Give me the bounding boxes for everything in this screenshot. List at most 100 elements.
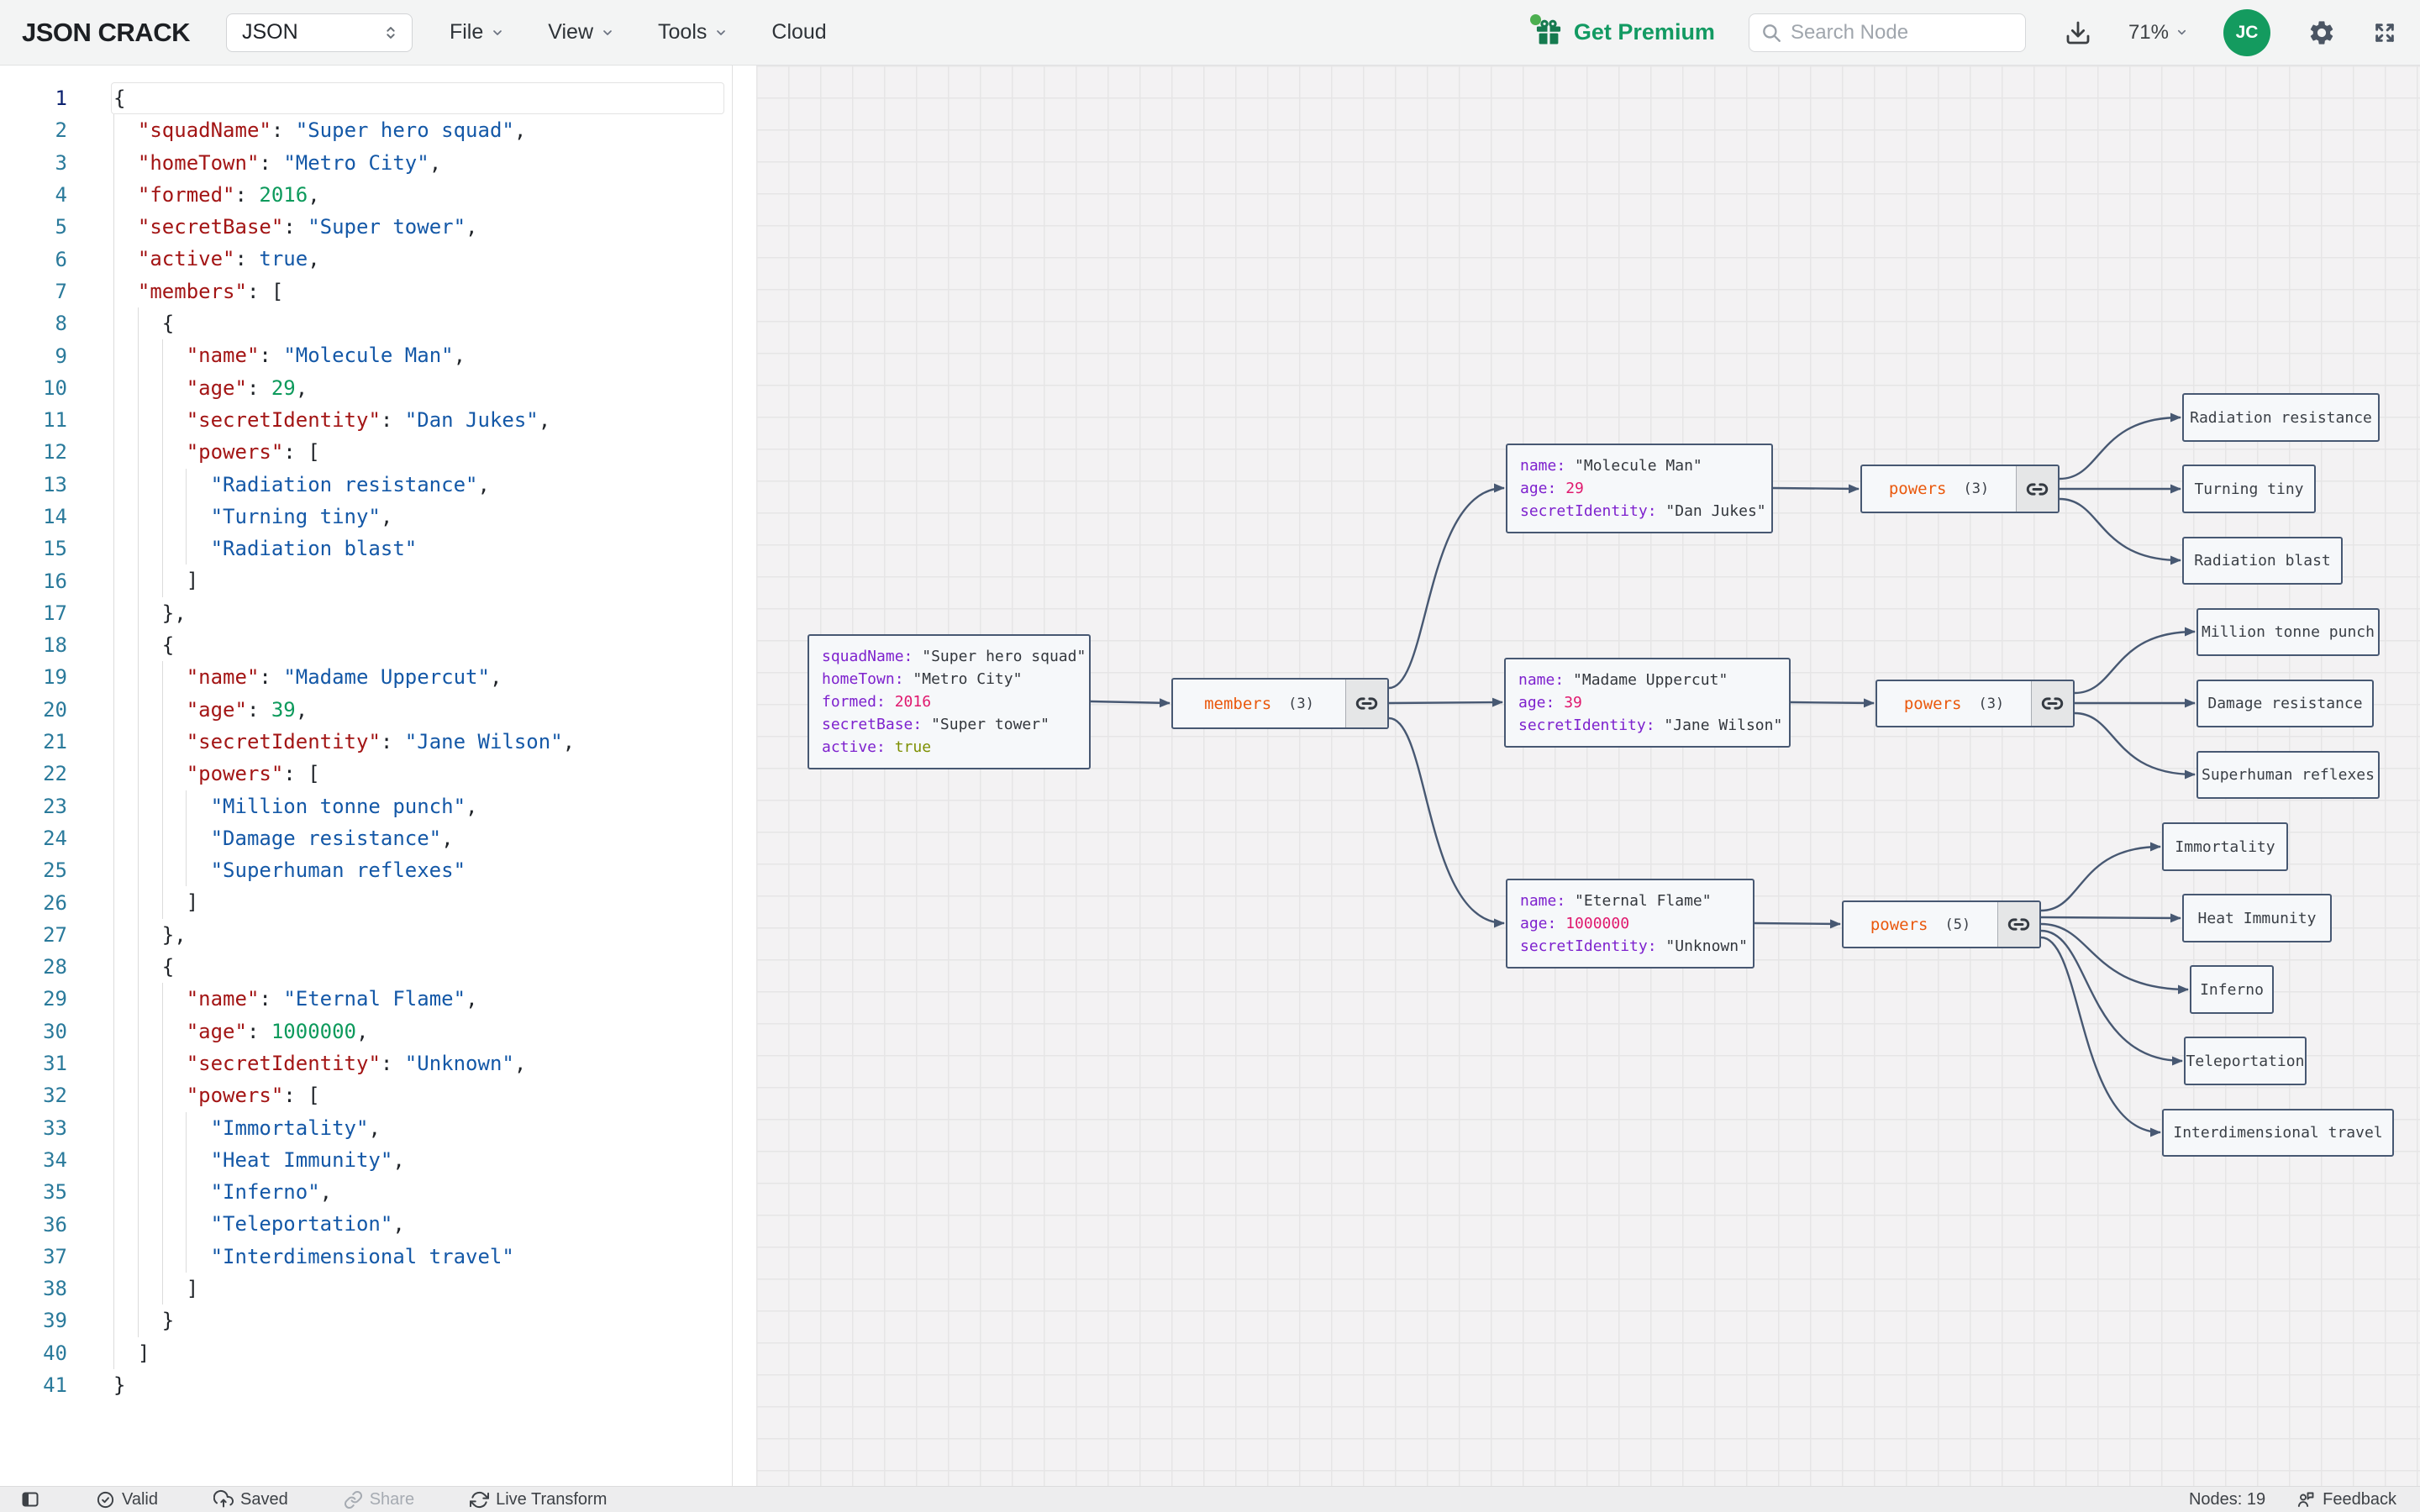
expand-collapse-link-icon[interactable] <box>1345 680 1387 727</box>
line-number: 15 <box>43 537 67 561</box>
editor-line: 13 "Radiation resistance", <box>0 468 732 501</box>
link-icon <box>344 1490 363 1509</box>
line-number: 27 <box>43 922 67 947</box>
line-number: 39 <box>43 1309 67 1333</box>
chevron-down-icon <box>2175 26 2188 39</box>
fullscreen-icon[interactable] <box>2371 19 2398 46</box>
node-array-label: members <box>1204 694 1272 713</box>
live-transform-toggle[interactable]: Live Transform <box>470 1490 607 1509</box>
toolbar-right: Get Premium 71% JC <box>1529 8 2398 56</box>
node-row: secretBase: "Super tower" <box>822 716 1050 733</box>
graph-node-u1[interactable]: Million tonne punch <box>2196 608 2380 656</box>
menu-cloud[interactable]: Cloud <box>771 20 827 44</box>
graph-canvas[interactable]: squadName: "Super hero squad"homeTown: "… <box>756 66 2420 1486</box>
graph-node-e3[interactable]: Inferno <box>2190 965 2274 1014</box>
notification-dot <box>1529 13 1541 25</box>
chevron-down-icon <box>714 26 728 39</box>
editor-line: 24 "Damage resistance", <box>0 822 732 855</box>
expand-collapse-link-icon[interactable] <box>1997 902 2039 947</box>
editor-line: 10 "age": 29, <box>0 371 732 404</box>
expand-collapse-link-icon[interactable] <box>2031 681 2073 726</box>
graph-node-r1[interactable]: Radiation resistance <box>2182 393 2380 442</box>
menu-tools[interactable]: Tools <box>658 20 728 45</box>
line-number: 3 <box>55 150 67 175</box>
graph-node-e4[interactable]: Teleportation <box>2184 1037 2307 1085</box>
editor-line: 12 "powers": [ <box>0 436 732 469</box>
select-updown-icon <box>381 24 400 42</box>
search-icon <box>1760 22 1782 44</box>
line-number: 5 <box>55 215 67 239</box>
panel-toggle-icon[interactable] <box>20 1489 40 1509</box>
menu-bar: File View Tools Cloud <box>450 20 827 45</box>
graph-node-e1[interactable]: Immortality <box>2162 822 2288 871</box>
graph-node-r2[interactable]: Turning tiny <box>2182 465 2316 513</box>
node-row: age: 29 <box>1520 480 1584 497</box>
menu-file[interactable]: File <box>450 20 504 45</box>
menu-view[interactable]: View <box>548 20 614 45</box>
graph-edge <box>2040 929 2183 1066</box>
node-child-count: (3) <box>1963 480 1990 497</box>
editor-line: 27 }, <box>0 918 732 952</box>
json-editor[interactable]: 1{2 "squadName": "Super hero squad",3 "h… <box>0 66 733 1486</box>
avatar[interactable]: JC <box>2223 8 2270 56</box>
leaf-value: Inferno <box>2200 980 2264 999</box>
zoom-level-control[interactable]: 71% <box>2128 21 2188 45</box>
graph-edge <box>2059 412 2181 480</box>
node-array-label: powers <box>1888 480 1947 498</box>
line-number: 17 <box>43 601 67 625</box>
format-select[interactable]: JSON <box>225 13 413 52</box>
chevron-down-icon <box>491 26 504 39</box>
editor-line: 3 "homeTown": "Metro City", <box>0 146 732 179</box>
line-number: 25 <box>43 858 67 883</box>
graph-node-r3[interactable]: Radiation blast <box>2182 537 2343 585</box>
nodes-count: Nodes: 19 <box>2188 1489 2266 1509</box>
leaf-value: Interdimensional travel <box>2173 1124 2383 1142</box>
search-node-input[interactable] <box>1790 20 2015 45</box>
leaf-value: Superhuman reflexes <box>2202 766 2375 784</box>
expand-collapse-link-icon[interactable] <box>2016 466 2058 512</box>
line-number: 12 <box>43 440 67 465</box>
graph-node-u3[interactable]: Superhuman reflexes <box>2196 751 2380 799</box>
graph-node-members[interactable]: members(3) <box>1171 678 1389 729</box>
line-number: 34 <box>43 1147 67 1172</box>
graph-edge <box>2040 922 2189 995</box>
node-row: age: 39 <box>1518 694 1582 711</box>
node-row: formed: 2016 <box>822 693 932 711</box>
editor-line: 1{ <box>0 82 732 114</box>
node-row: squadName: "Super hero squad" <box>822 648 1086 665</box>
download-icon[interactable] <box>2065 19 2091 46</box>
line-number: 31 <box>43 1052 67 1076</box>
line-number: 26 <box>43 890 67 915</box>
editor-line: 19 "name": "Madame Uppercut", <box>0 661 732 694</box>
editor-line: 35 "Inferno", <box>0 1176 732 1209</box>
graph-node-u2[interactable]: Damage resistance <box>2196 680 2374 727</box>
node-array-label: powers <box>1870 915 1928 934</box>
editor-line: 5 "secretBase": "Super tower", <box>0 211 732 244</box>
refresh-icon <box>470 1490 490 1509</box>
graph-node-powers1[interactable]: powers (3) <box>1860 465 2060 513</box>
line-number: 16 <box>43 569 67 593</box>
editor-line: 15 "Radiation blast" <box>0 533 732 565</box>
saved-status[interactable]: Saved <box>213 1489 288 1509</box>
editor-line: 6 "active": true, <box>0 243 732 276</box>
graph-node-powers2[interactable]: powers(3) <box>1876 680 2075 727</box>
get-premium-button[interactable]: Get Premium <box>1529 13 1715 48</box>
share-button[interactable]: Share <box>344 1490 414 1509</box>
editor-line: 39 } <box>0 1305 732 1337</box>
editor-line: 16 ] <box>0 564 732 597</box>
graph-node-powers3[interactable]: powers(5) <box>1842 900 2041 948</box>
app-logo[interactable]: JSON CRACK <box>22 17 190 47</box>
settings-gear-icon[interactable] <box>2307 18 2336 47</box>
graph-node-e5[interactable]: Interdimensional travel <box>2162 1109 2394 1157</box>
feedback-button[interactable]: Feedback <box>2296 1489 2396 1509</box>
graph-node-root[interactable]: squadName: "Super hero squad"homeTown: "… <box>808 634 1091 769</box>
graph-node-e2[interactable]: Heat Immunity <box>2182 894 2332 942</box>
node-row: secretIdentity: "Unknown" <box>1520 937 1748 955</box>
graph-edge <box>1388 483 1505 690</box>
line-number: 2 <box>55 118 67 143</box>
node-row: active: true <box>822 738 932 756</box>
search-node-box <box>1748 13 2026 52</box>
